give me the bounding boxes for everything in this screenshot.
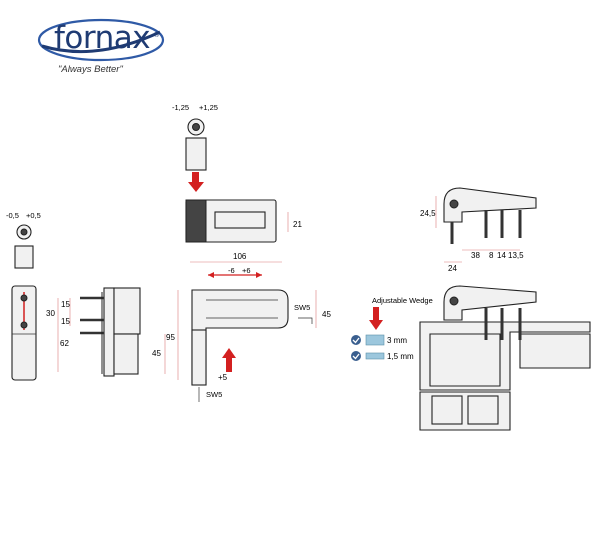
center-plus5: +5 (218, 373, 228, 382)
left-dim-45: 45 (152, 349, 161, 358)
left-adj-plus: +0,5 (26, 211, 41, 220)
right-top-view: 24,5 24 38 8 14 13,5 (420, 187, 537, 273)
wedge-3mm (365, 334, 385, 346)
center-dim-45: 45 (322, 310, 331, 319)
logo-tagline: "Always Better" (58, 64, 123, 75)
center-sw5-top: SW5 (294, 303, 310, 312)
right-dim-24: 24 (448, 264, 457, 273)
left-hinge-body (11, 285, 37, 381)
logo-brand: fornax (54, 20, 151, 56)
right-frame-view: Adjustable Wedge 3 mm 1,5 mm (351, 285, 591, 431)
top-push-arrow (192, 172, 199, 182)
top-adjuster-body (185, 137, 207, 171)
top-adj-plus: +1,25 (199, 103, 218, 112)
wedge-label-1-5mm: 1,5 mm (387, 352, 414, 361)
right-top-hinge (443, 187, 537, 223)
wedge-title: Adjustable Wedge (372, 296, 433, 305)
check-icon-1-5mm (351, 351, 361, 361)
center-hinge (191, 289, 289, 386)
fornax-logo: fornax ® "Always Better" (36, 18, 166, 80)
right-dim-14: 14 (497, 251, 506, 260)
wedge-1-5mm (365, 352, 385, 360)
left-dim-30: 30 (46, 309, 55, 318)
left-dim-15b: 15 (61, 317, 70, 326)
wedge-arrow (373, 307, 379, 321)
left-adjuster-body (14, 245, 34, 269)
logo-registered: ® (154, 32, 160, 39)
left-side-profile (103, 287, 115, 377)
wedge-label-3mm: 3 mm (387, 336, 407, 345)
center-minus6: -6 (228, 266, 235, 275)
top-adj-minus: -1,25 (172, 103, 189, 112)
left-adj-minus: -0,5 (6, 211, 19, 220)
center-dim-106: 106 (233, 252, 247, 261)
right-dim-24-5: 24,5 (420, 209, 436, 218)
center-sw5-bottom: SW5 (206, 390, 222, 399)
right-dim-38: 38 (471, 251, 480, 260)
logo-swoosh (37, 18, 165, 62)
top-dim-21: 21 (293, 220, 302, 229)
center-view: 106 -6 +6 SW5 45 95 +5 SW5 (166, 252, 331, 402)
right-frame-hinge (443, 285, 537, 321)
top-view: -1,25 +1,25 21 (172, 103, 302, 243)
check-icon-3mm (351, 335, 361, 345)
right-dim-8: 8 (489, 251, 494, 260)
center-push-arrow (226, 356, 232, 372)
center-dim-95: 95 (166, 333, 175, 342)
left-dim-15a: 15 (61, 300, 70, 309)
left-dim-62: 62 (60, 339, 69, 348)
right-dim-13-5: 13,5 (508, 251, 524, 260)
center-plus6: +6 (242, 266, 251, 275)
left-view: -0,5 +0,5 30 15 15 62 45 (6, 211, 166, 381)
